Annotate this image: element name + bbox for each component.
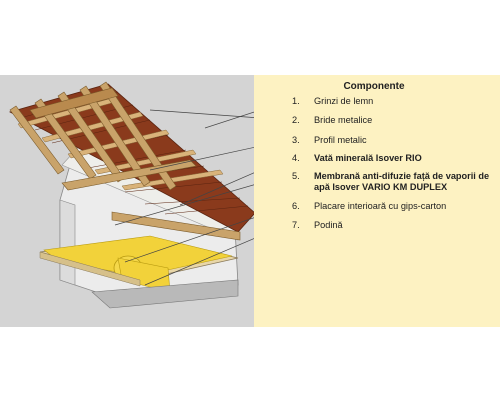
legend-item-label: Membrană anti-difuzie față de vaporii de…: [314, 171, 490, 192]
legend-item-label: Vată minerală Isover RIO: [314, 153, 422, 163]
legend-item-number: 2.: [292, 115, 300, 125]
purlin-lower: [111, 211, 241, 241]
legend-item-number: 7.: [292, 220, 300, 230]
components-legend: Componente 1. Grinzi de lemn 2. Bride me…: [254, 75, 500, 327]
timber-rafters: [9, 81, 177, 191]
legend-item-number: 3.: [292, 135, 300, 145]
legend-item-number: 6.: [292, 201, 300, 211]
floor-front-edge: [39, 251, 141, 287]
legend-title: Componente: [343, 81, 405, 92]
legend-item-number: 1.: [292, 96, 300, 106]
legend-item-label: Bride metalice: [314, 115, 373, 125]
floor-slab: [91, 279, 239, 309]
legend-item-number: 5.: [292, 171, 300, 181]
legend-item-label: Profil metalic: [314, 135, 367, 145]
wall-left: [59, 199, 76, 286]
ridge-beam: [29, 87, 119, 119]
legend-item-label: Placare interioară cu gips-carton: [314, 201, 447, 211]
legend-item-label: Podină: [314, 220, 343, 230]
legend-item-label: Grinzi de lemn: [314, 96, 374, 106]
legend-item-number: 4.: [292, 153, 300, 163]
